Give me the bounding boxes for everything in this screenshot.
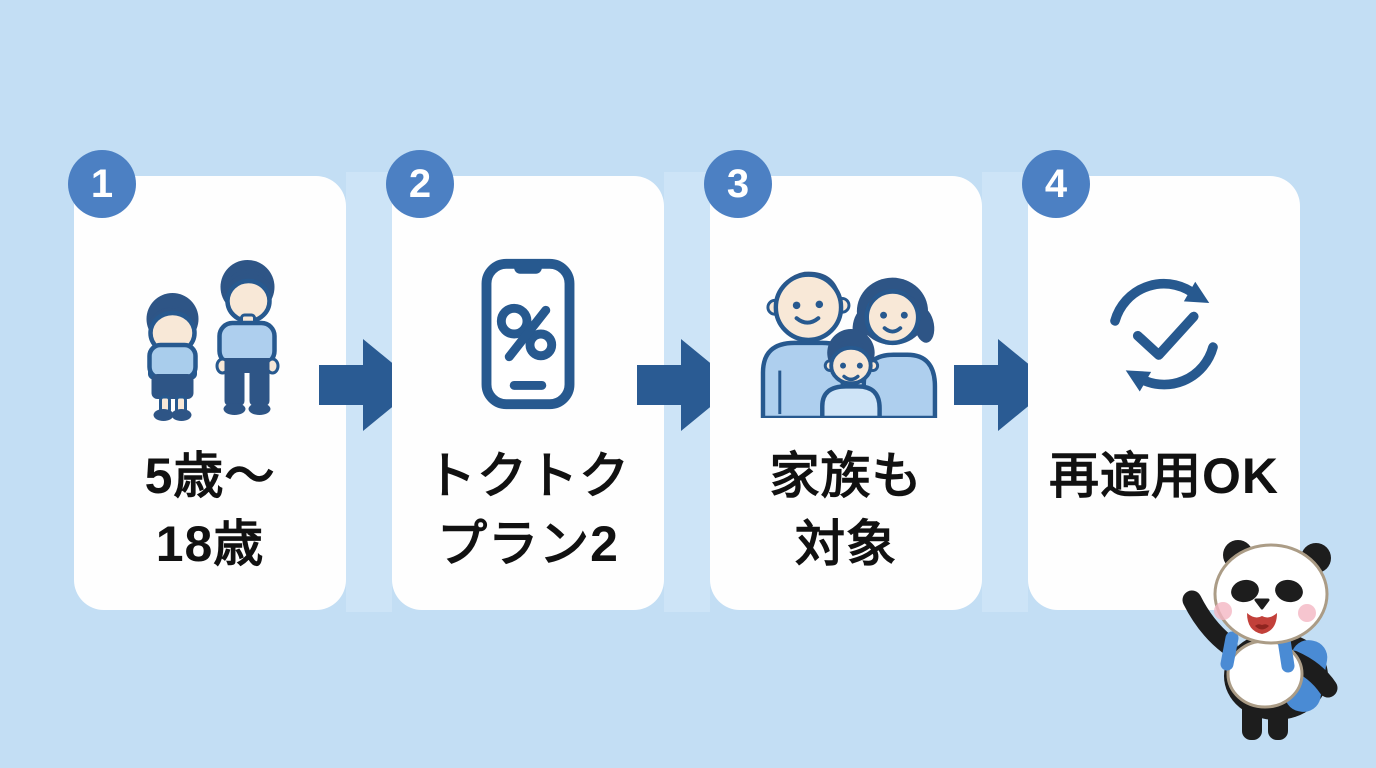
step-label-line1: トクトク <box>426 448 630 504</box>
step-label-line2: 18歳 <box>155 516 265 572</box>
step-label-line1: 5歳〜 <box>144 448 276 504</box>
step-label-line1: 家族も <box>769 448 923 504</box>
right-arrow-icon <box>954 339 1054 431</box>
step-number-badge: 4 <box>1022 150 1090 218</box>
family-icon <box>710 238 982 430</box>
smartphone-percent-icon <box>481 258 575 410</box>
smartphone-percent-icon <box>392 238 664 430</box>
step-card-4: 4 再適用OK <box>1022 150 1300 610</box>
child-and-adult-icon <box>146 260 279 421</box>
right-arrow-icon <box>319 339 419 431</box>
child-and-adult-icon <box>74 238 346 430</box>
step-label-line1: 再適用OK <box>1049 448 1279 504</box>
refresh-checkmark-icon <box>1028 238 1300 430</box>
step-card-3: 3 <box>704 150 982 610</box>
step-label: 5歳〜 18歳 <box>74 442 346 578</box>
step-label-line2: プラン2 <box>437 516 619 572</box>
step-number-badge: 3 <box>704 150 772 218</box>
refresh-checkmark-icon <box>1110 278 1218 392</box>
step-label-line2: 対象 <box>795 516 897 572</box>
family-icon <box>760 271 938 418</box>
step-number-badge: 1 <box>68 150 136 218</box>
step-card-1: 1 <box>68 150 346 610</box>
step-number-badge: 2 <box>386 150 454 218</box>
step-label: トクトク プラン2 <box>392 442 664 578</box>
step-card-2: 2 トクトク プラン2 <box>386 150 664 610</box>
panda-mascot <box>1182 540 1338 740</box>
right-arrow-icon <box>637 339 737 431</box>
step-label: 再適用OK <box>1028 442 1300 510</box>
step-label: 家族も 対象 <box>710 442 982 578</box>
